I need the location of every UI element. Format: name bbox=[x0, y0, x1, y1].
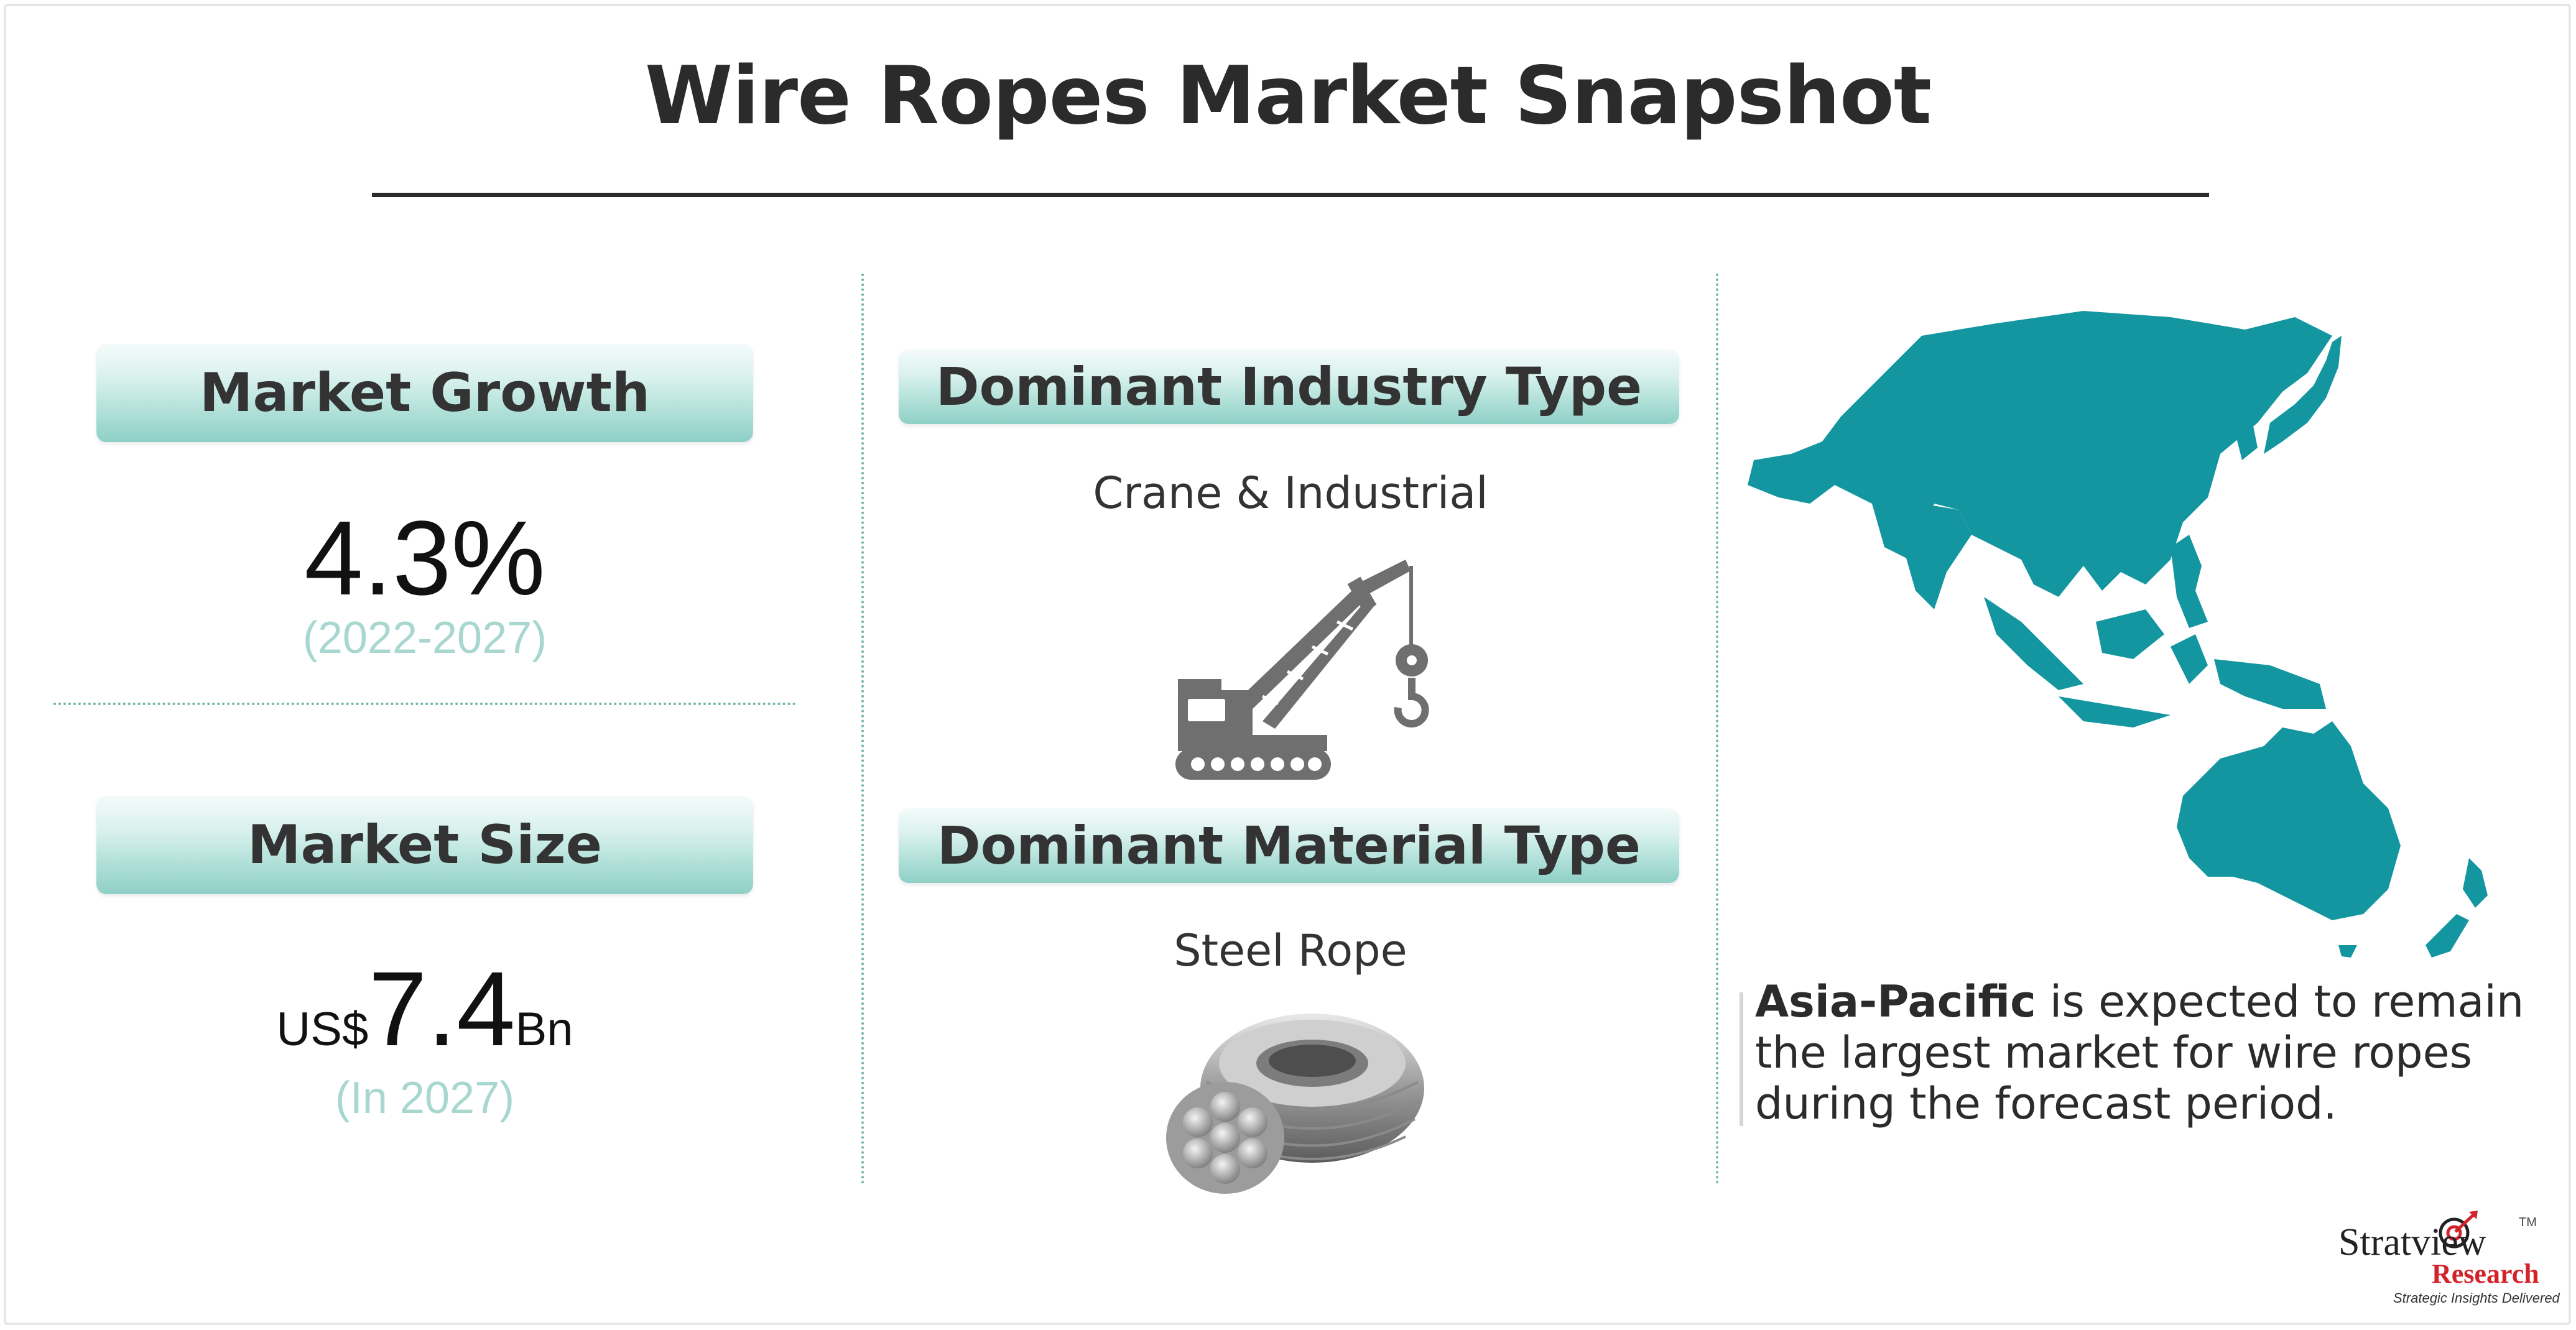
steel-rope-image bbox=[1166, 1014, 1424, 1194]
market-size-unit: Bn bbox=[515, 1003, 573, 1056]
region-description-text: is expected to remain the largest market… bbox=[1755, 976, 2524, 1129]
market-growth-period: (2022-2027) bbox=[302, 613, 547, 663]
page-title: Wire Ropes Market Snapshot bbox=[644, 50, 1932, 142]
column-divider-left bbox=[861, 274, 864, 1185]
market-growth-header: Market Growth bbox=[96, 344, 753, 442]
logo-name: Stratview bbox=[2338, 1221, 2486, 1263]
column-divider-right bbox=[1716, 274, 1718, 1185]
description-accent-bar bbox=[1740, 992, 1743, 1126]
market-size-value: 7.4 bbox=[368, 950, 516, 1068]
material-type-header: Dominant Material Type bbox=[899, 808, 1679, 883]
logo-tagline: Strategic Insights Delivered bbox=[2393, 1290, 2560, 1306]
asia-pacific-map bbox=[1748, 311, 2488, 958]
logo-trademark: TM bbox=[2519, 1216, 2537, 1229]
target-arrow-icon bbox=[2439, 1211, 2478, 1249]
region-description: Asia-Pacific is expected to remain the l… bbox=[1755, 976, 2532, 1129]
material-type-value: Steel Rope bbox=[1174, 925, 1407, 976]
page-frame bbox=[4, 4, 2571, 1325]
stratview-logo: Stratview TM Research Strategic Insights… bbox=[2338, 1209, 2560, 1321]
market-size-prefix: US$ bbox=[276, 1003, 369, 1056]
market-growth-value: 4.3% bbox=[304, 499, 545, 617]
industry-type-header: Dominant Industry Type bbox=[899, 349, 1679, 424]
industry-type-value: Crane & Industrial bbox=[1093, 468, 1488, 519]
market-size-header: Market Size bbox=[96, 796, 753, 894]
logo-research: Research bbox=[2432, 1258, 2539, 1289]
title-underline bbox=[372, 193, 2209, 197]
region-highlight: Asia-Pacific bbox=[1755, 976, 2036, 1027]
market-size-value-group: US$ 7.4 Bn bbox=[96, 948, 753, 1070]
crane-icon bbox=[1175, 560, 1429, 780]
section-divider bbox=[53, 703, 796, 705]
market-size-period: (In 2027) bbox=[335, 1073, 515, 1123]
